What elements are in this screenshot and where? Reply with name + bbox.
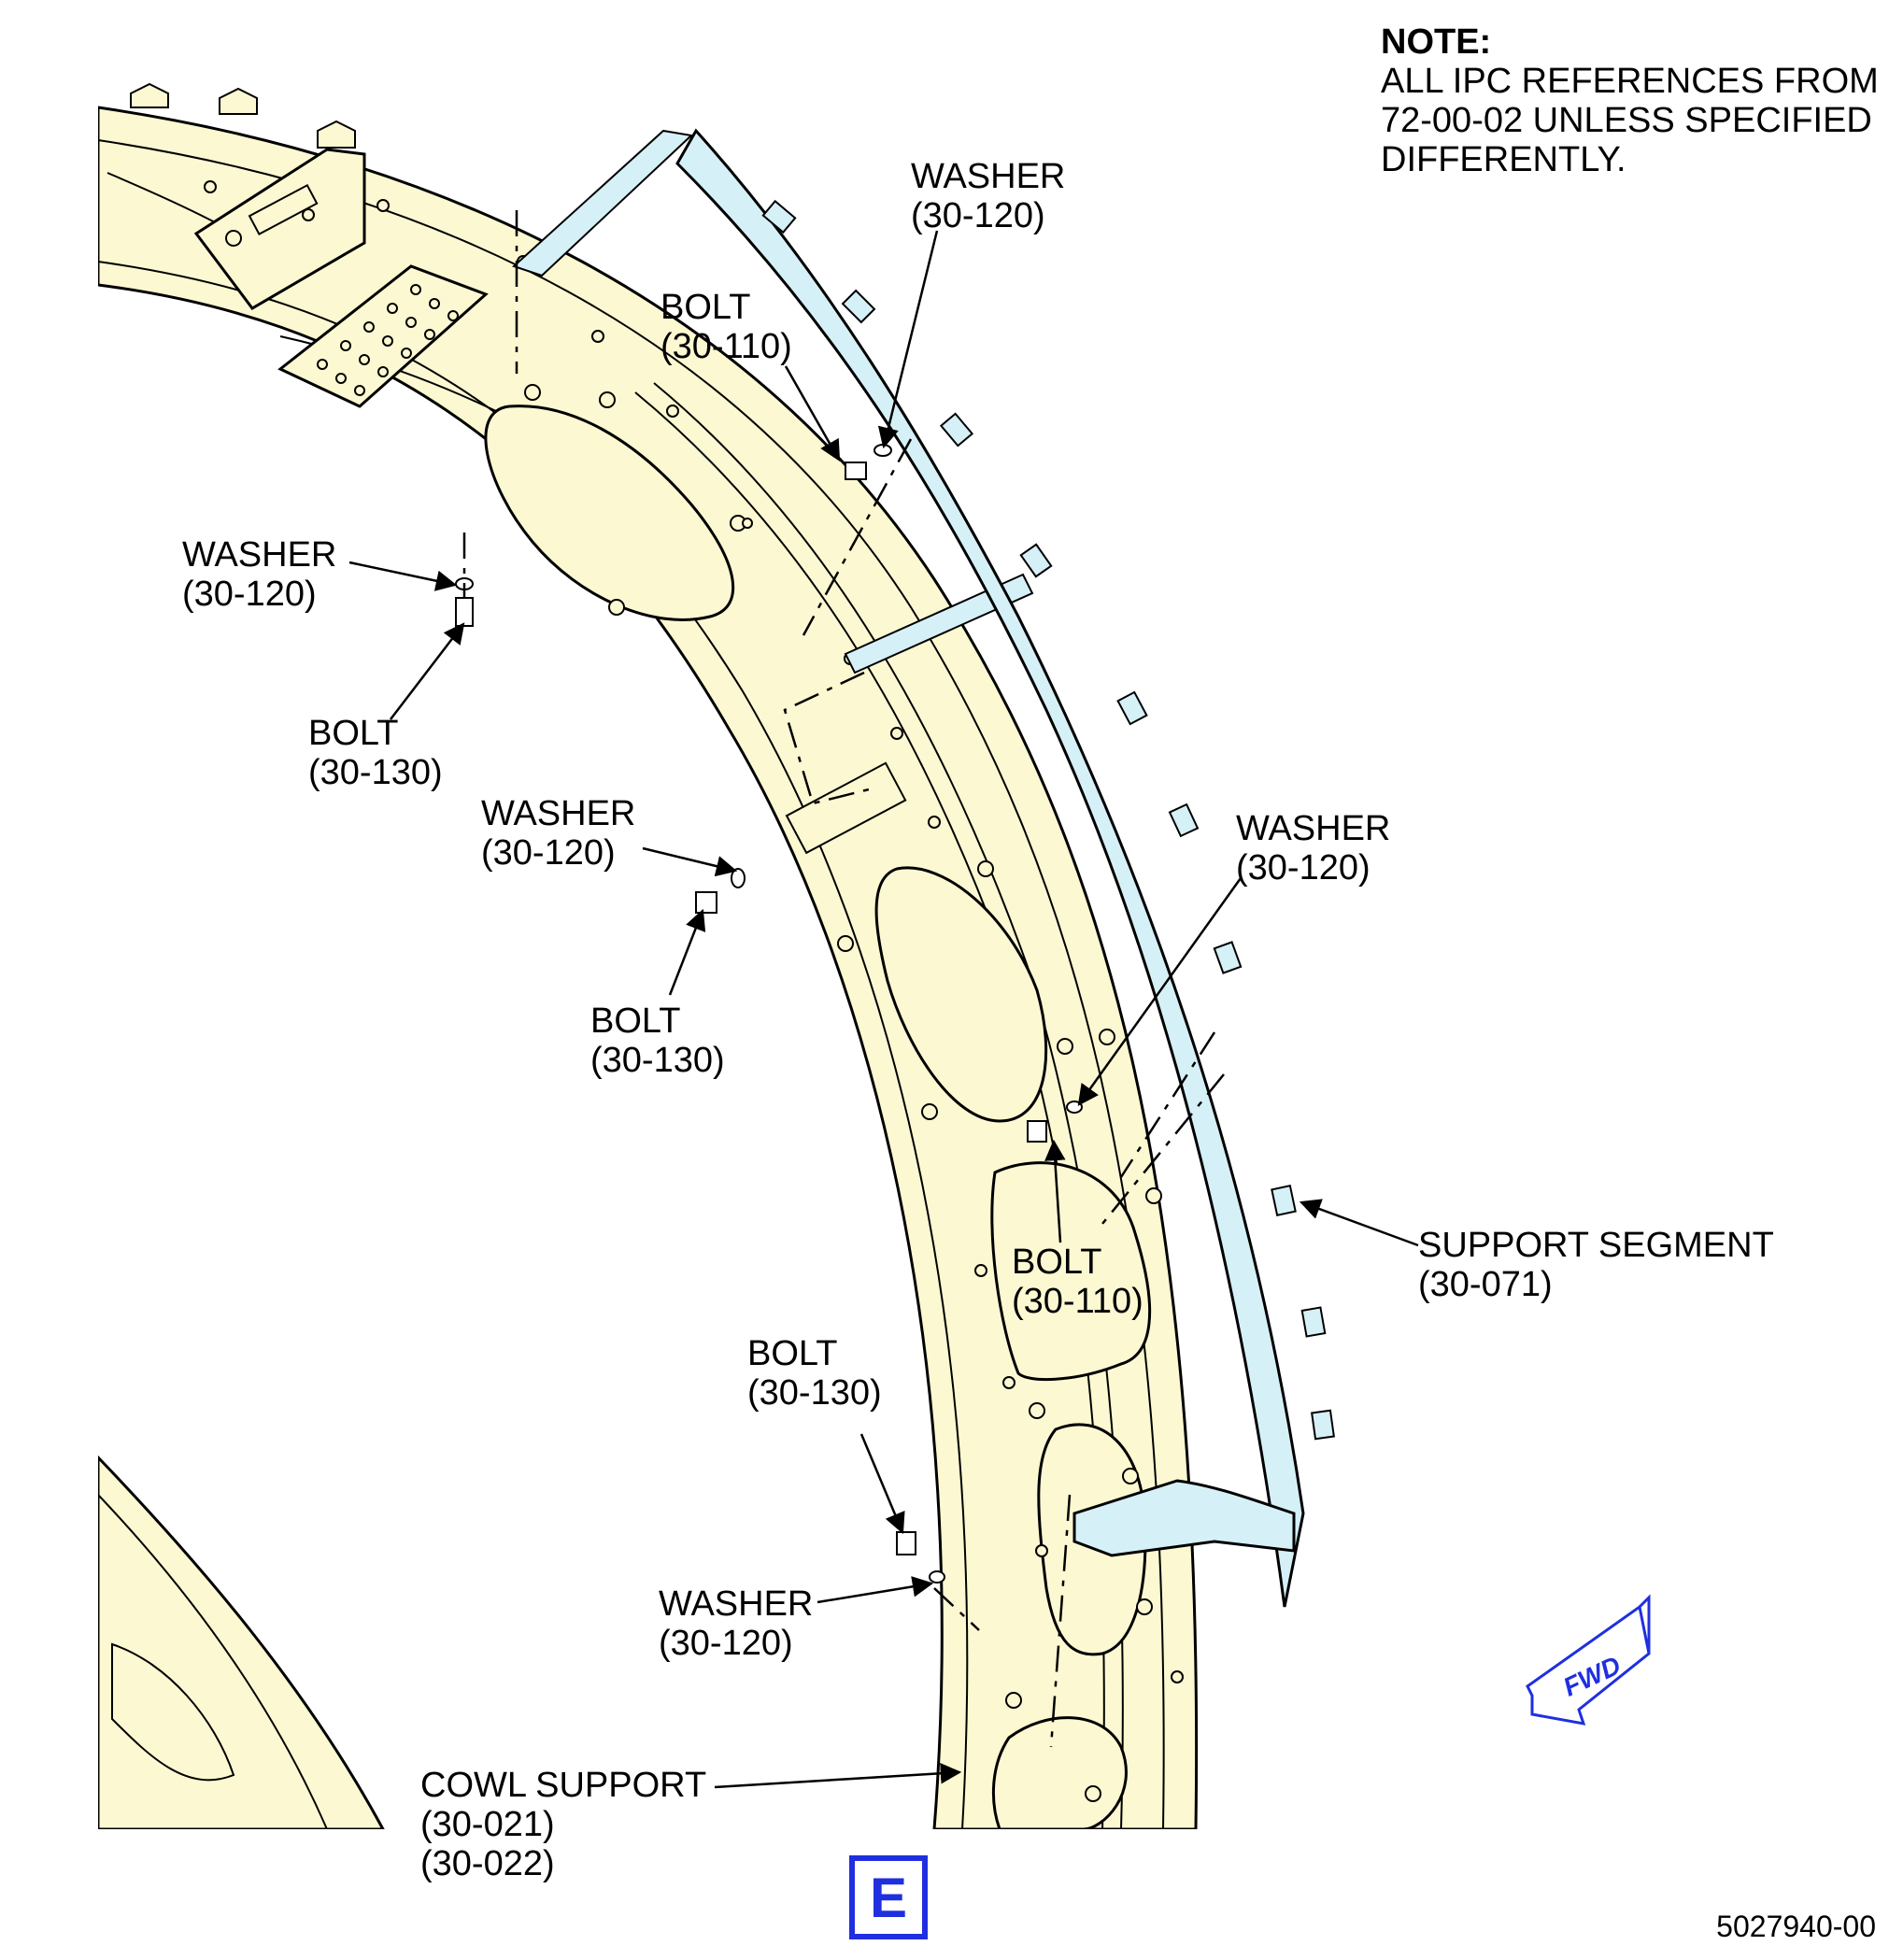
callout-name: WASHER [182,535,337,575]
callout-name: COWL SUPPORT [420,1766,707,1805]
note-block: NOTE: ALL IPC REFERENCES FROM 72-00-02 U… [1381,22,1879,179]
callout-name: WASHER [481,794,636,833]
callout-bolt-mid: BOLT (30-130) [590,1001,725,1080]
callout-ref-2: (30-022) [420,1844,555,1883]
lower-left-ring [98,1455,385,1829]
cutout-3 [990,1161,1152,1381]
perforated-plate [277,264,489,408]
callout-name: BOLT [308,714,399,753]
callout-washer-mid: WASHER (30-120) [481,794,635,873]
callout-name: WASHER [911,157,1066,196]
callout-name: WASHER [659,1584,814,1624]
callout-name: SUPPORT SEGMENT [1418,1226,1774,1265]
note-line-2: 72-00-02 UNLESS SPECIFIED [1381,101,1872,140]
callout-name: BOLT [590,1001,681,1041]
cutout-5 [992,1716,1128,1829]
note-line-3: DIFFERENTLY. [1381,140,1626,179]
callout-washer-lower: WASHER (30-120) [659,1584,813,1663]
top-bracket [193,148,366,310]
callout-name: BOLT [1012,1243,1102,1282]
callout-bolt-lower: BOLT (30-130) [747,1334,882,1413]
callout-washer-right: WASHER (30-120) [1236,809,1390,888]
callout-bolt-left: BOLT (30-130) [308,714,443,792]
callout-name: WASHER [1236,809,1391,848]
callout-ref: (30-120) [911,196,1045,235]
callout-ref: (30-130) [308,753,443,792]
callout-bolt-top: BOLT (30-110) [660,288,792,366]
bracket-middle [844,573,1034,675]
view-label: E [869,1866,908,1929]
callout-ref: (30-120) [659,1624,793,1663]
cowl-support-ring [98,106,1199,1829]
callout-ref: (30-110) [1012,1282,1143,1321]
slot-plate [785,761,907,855]
callout-washer-left: WASHER (30-120) [182,535,336,614]
figure-number: 5027940-00 [1716,1910,1876,1943]
view-label-box: E [849,1855,928,1939]
callout-ref: (30-021) [420,1805,555,1844]
callout-ref: (30-071) [1418,1265,1553,1304]
callout-bolt-right: BOLT (30-110) [1012,1243,1143,1321]
callout-ref: (30-130) [590,1041,725,1080]
cutout-2 [874,866,1048,1123]
callout-name: BOLT [747,1334,838,1373]
note-line-1: ALL IPC REFERENCES FROM [1381,62,1879,101]
callout-name: BOLT [660,288,751,327]
callout-ref: (30-120) [481,833,616,873]
callout-ref: (30-110) [660,327,792,366]
fasteners [455,444,1083,1584]
support-segment [675,128,1305,1608]
callout-cowl-support: COWL SUPPORT (30-021) (30-022) [420,1766,706,1883]
fwd-arrow-icon: FWD [1526,1594,1651,1726]
note-title: NOTE: [1381,22,1492,62]
callout-ref: (30-120) [182,575,317,614]
support-segment-foot [1072,1479,1296,1557]
cutout-1 [484,405,735,621]
callout-ref: (30-130) [747,1373,882,1413]
callout-ref: (30-120) [1236,848,1371,888]
callout-support-segment: SUPPORT SEGMENT (30-071) [1418,1226,1774,1304]
bracket-upper [512,129,694,277]
callout-washer-top: WASHER (30-120) [911,157,1065,235]
